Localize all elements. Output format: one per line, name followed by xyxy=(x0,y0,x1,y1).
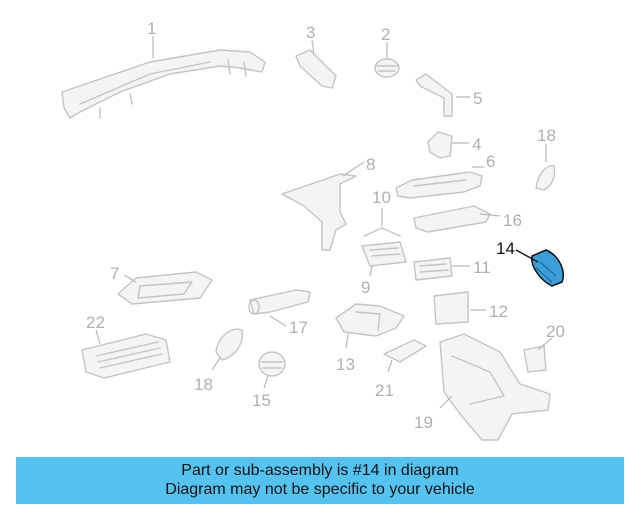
part-18-cap-upper xyxy=(535,165,556,191)
part-19-floor-duct xyxy=(439,333,551,441)
part-10-bracket xyxy=(363,227,401,237)
callout-10: 10 xyxy=(372,188,391,207)
part-16-duct xyxy=(413,205,491,233)
part-15-outlet xyxy=(258,351,286,377)
callout-17: 17 xyxy=(289,318,308,337)
part-13-actuator xyxy=(335,303,405,337)
callout-2: 2 xyxy=(381,25,390,44)
callout-14: 14 xyxy=(496,239,515,258)
part-11-vent xyxy=(413,257,453,281)
banner-line-1: Part or sub-assembly is #14 in diagram xyxy=(181,462,459,479)
callout-21: 21 xyxy=(375,381,394,400)
part-7-tray xyxy=(117,271,213,305)
callout-22: 22 xyxy=(86,313,105,332)
callout-8: 8 xyxy=(366,155,375,174)
banner-line-2: Diagram may not be specific to your vehi… xyxy=(165,481,475,498)
part-20-panel xyxy=(523,345,547,373)
part-12-cover xyxy=(433,291,469,325)
part-5-hose xyxy=(415,73,453,117)
part-17-duct xyxy=(248,289,311,315)
parts-diagram: 1 3 2 5 4 18 6 8 10 xyxy=(61,19,565,441)
part-18-cap-lower xyxy=(215,328,243,361)
callout-3: 3 xyxy=(306,23,315,42)
part-9-vent xyxy=(361,241,407,267)
callout-18-lower: 18 xyxy=(194,375,213,394)
part-21-bezel xyxy=(383,339,427,363)
callout-16: 16 xyxy=(503,211,522,230)
part-3-bracket xyxy=(295,49,337,89)
part-14-highlighted[interactable] xyxy=(531,249,564,287)
callout-6: 6 xyxy=(486,152,495,171)
callout-1: 1 xyxy=(147,19,156,38)
callout-18-upper: 18 xyxy=(537,126,556,145)
callout-19: 19 xyxy=(414,413,433,432)
callout-9: 9 xyxy=(361,278,370,297)
part-2-grommet xyxy=(374,58,400,78)
part-6-vent-housing xyxy=(395,171,483,199)
callout-5: 5 xyxy=(473,89,482,108)
part-1-dash-duct xyxy=(61,49,266,119)
callout-11: 11 xyxy=(473,258,491,277)
part-4-clip xyxy=(427,131,453,159)
callout-4: 4 xyxy=(472,135,481,154)
callout-7: 7 xyxy=(110,264,119,283)
callout-13: 13 xyxy=(336,355,355,374)
part-22-grille xyxy=(81,333,171,379)
part-8-center-duct xyxy=(281,173,357,251)
info-banner: Part or sub-assembly is #14 in diagram D… xyxy=(16,457,624,504)
callout-15: 15 xyxy=(252,391,271,410)
callout-20: 20 xyxy=(546,322,565,341)
callout-12: 12 xyxy=(489,302,508,321)
